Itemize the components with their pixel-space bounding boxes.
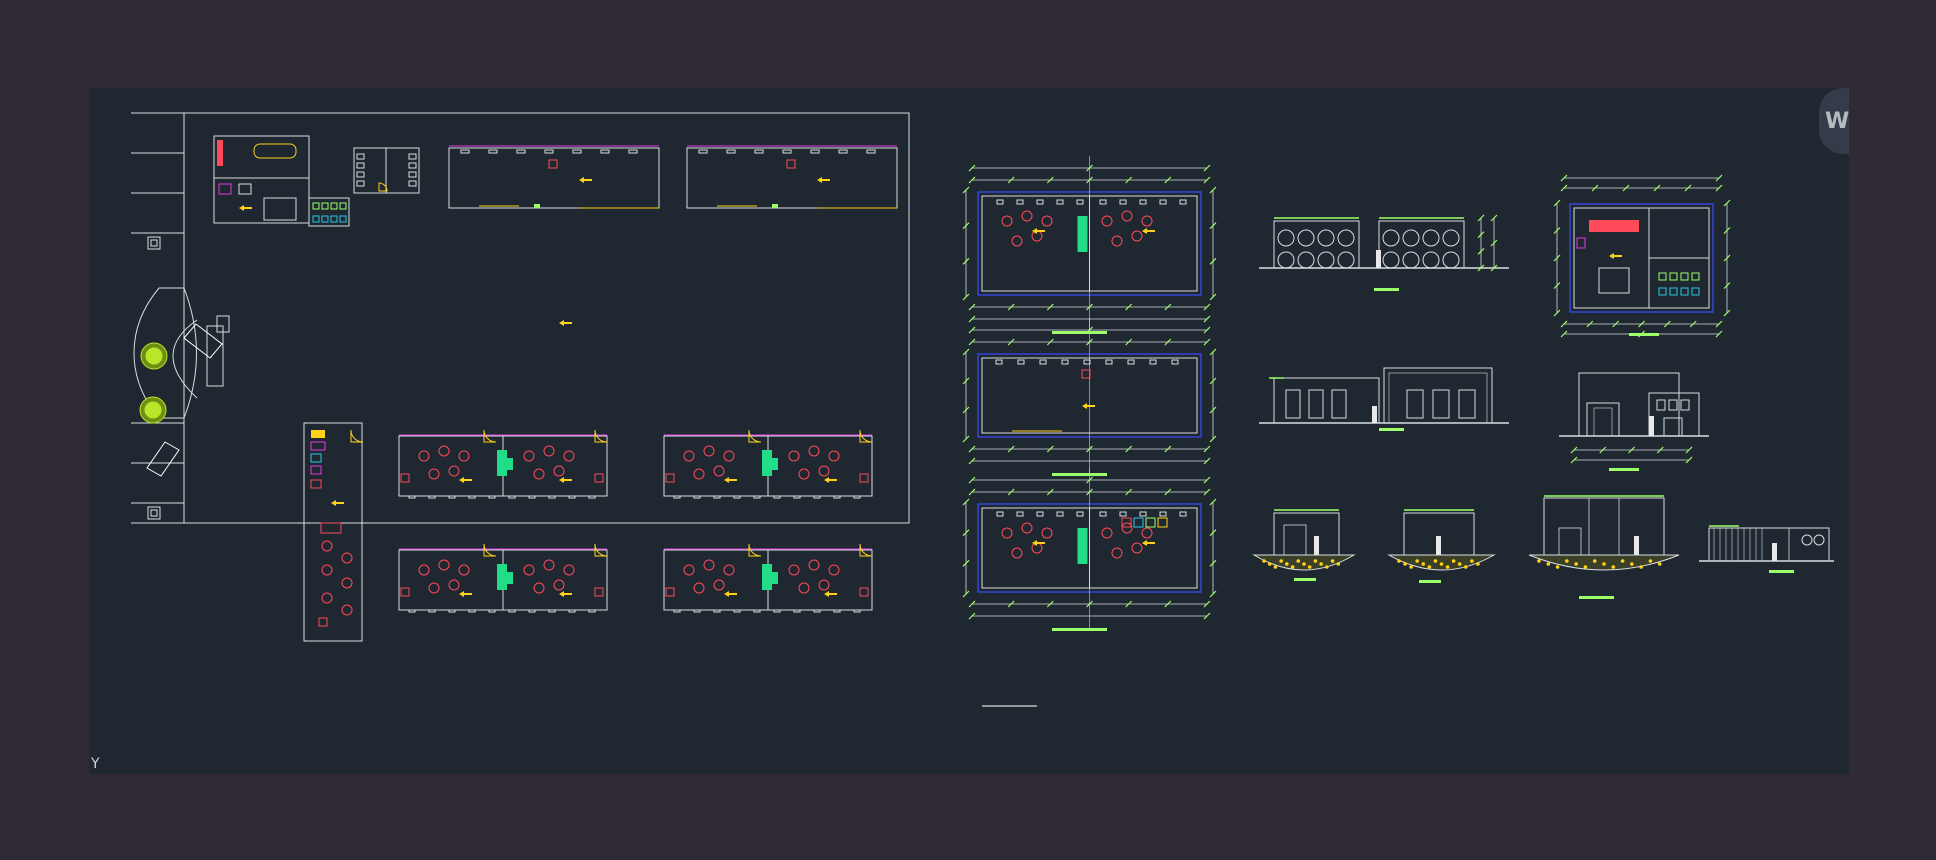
section-3 [1528,495,1680,599]
cad-drawing [131,112,1834,707]
elevation-circles [1259,214,1509,291]
drawing-viewport[interactable]: W Y [89,88,1849,774]
section-1 [1252,509,1356,581]
watermark-logo: W [1819,88,1849,154]
floor-plan-c [962,468,1217,631]
floor-plan-a [962,156,1217,334]
master-site-plan [131,112,910,642]
ucs-axis-icon: Y [91,756,100,772]
section-4 [1699,525,1834,573]
floor-plan-b [962,318,1217,476]
elevation-facade [1559,372,1709,471]
elevation-windows [1259,367,1509,431]
floor-plan-d [1553,174,1731,338]
section-2 [1387,509,1496,583]
